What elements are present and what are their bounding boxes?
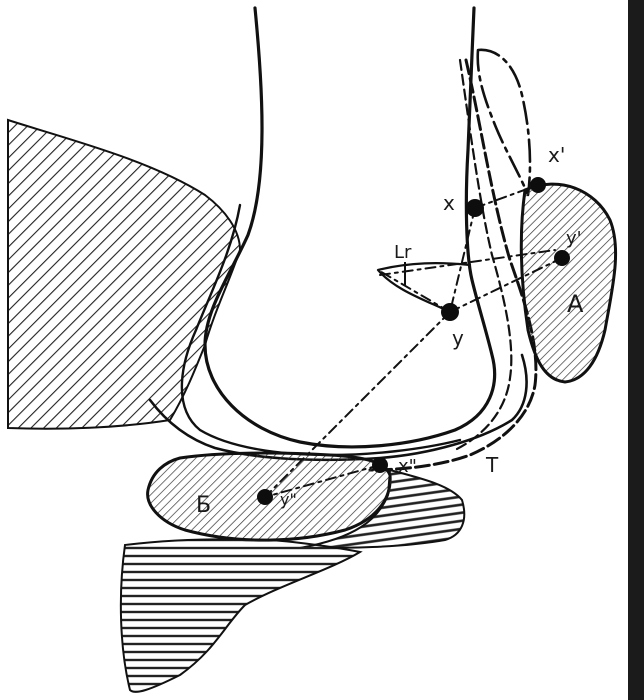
guide-line-left-branch — [378, 270, 450, 312]
point-x-marker — [466, 199, 484, 217]
label-x-double-prime: x" — [398, 456, 417, 477]
point-y-double-prime-marker — [257, 489, 273, 505]
femur-contour — [205, 8, 495, 447]
label-y: y — [452, 326, 464, 350]
label-mark-t: T — [485, 453, 499, 477]
point-y-marker — [441, 303, 459, 321]
label-y-double-prime: y" — [280, 490, 297, 509]
label-angle: Lr — [394, 242, 412, 263]
guide-lines — [265, 185, 562, 497]
left-hatched-tissue — [8, 120, 240, 429]
point-y-prime-marker — [554, 250, 570, 266]
upper-tendon-outline — [478, 50, 530, 195]
point-x-prime-marker — [530, 177, 546, 193]
angle-wedge — [378, 263, 470, 312]
label-x: x — [443, 191, 455, 215]
region-a-patella — [521, 184, 615, 382]
guide-line-x-y — [450, 208, 475, 312]
label-y-prime: y' — [566, 228, 582, 249]
label-x-prime: x' — [548, 143, 565, 167]
point-x-double-prime-marker — [372, 457, 388, 473]
joint-contour-lower — [150, 355, 527, 460]
lower-hatched-fragment — [121, 539, 360, 692]
label-region-b: Б — [196, 493, 211, 518]
right-edge-strip — [628, 0, 644, 700]
label-region-a: A — [567, 290, 584, 318]
